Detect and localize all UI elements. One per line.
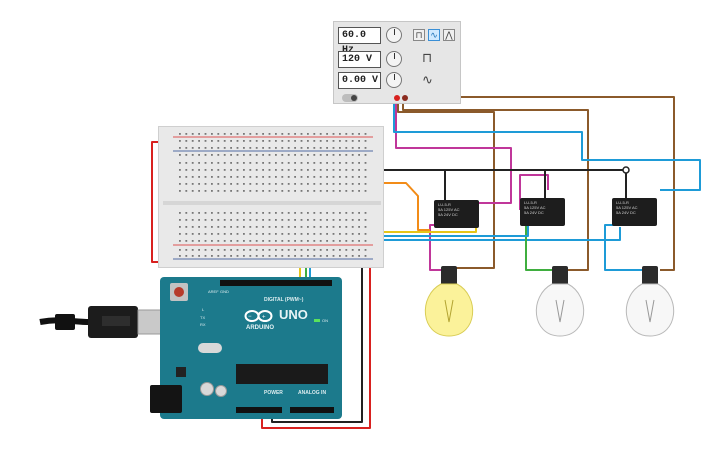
power-switch[interactable] xyxy=(342,94,358,102)
brand-label: ARDUINO xyxy=(246,325,274,331)
amplitude-knob[interactable] xyxy=(386,51,402,67)
arduino-logo-icon: −+ xyxy=(244,309,274,323)
wire-cyan-3[interactable] xyxy=(312,227,621,241)
square-wave-button[interactable]: ⊓ xyxy=(413,29,425,41)
reset-button[interactable] xyxy=(170,283,188,301)
breadboard-holes xyxy=(163,133,381,260)
relay-label: LU-5-R 5A 125V AC 5A 24V DC xyxy=(438,202,460,217)
capacitor xyxy=(215,385,227,397)
analog-header[interactable] xyxy=(290,407,334,413)
breadboard[interactable] xyxy=(158,126,384,268)
svg-text:−: − xyxy=(248,314,252,320)
gnd-label: GND xyxy=(220,289,229,294)
triangle-wave-button[interactable]: ⋀ xyxy=(443,29,455,41)
rx-label: RX xyxy=(200,322,206,327)
relay[interactable]: LU-5-R 5A 125V AC 5A 24V DC xyxy=(434,200,479,228)
square-wave-preview-icon: ⊓ xyxy=(422,50,433,65)
light-bulb-off[interactable] xyxy=(536,266,584,337)
aref-label: AREF xyxy=(208,289,219,294)
function-generator[interactable]: 60.0 Hz 120 V 0.00 V ⊓ ∿ ⋀ ⊓ ∿ xyxy=(333,21,461,104)
sine-wave-icon: ∿ xyxy=(430,30,438,40)
model-label: UNO xyxy=(279,307,308,322)
digital-header[interactable] xyxy=(220,280,332,286)
analog-label: ANALOG IN xyxy=(298,390,327,396)
wire-cyan-1[interactable] xyxy=(393,104,701,191)
crystal xyxy=(198,343,222,353)
square-wave-icon: ⊓ xyxy=(415,30,423,40)
amplitude-display: 120 V xyxy=(338,51,381,68)
digital-label: DIGITAL (PWM~) xyxy=(264,297,304,303)
on-led xyxy=(314,319,320,322)
power-label: POWER xyxy=(264,390,283,396)
wire-junction xyxy=(622,166,630,174)
l-label: L xyxy=(202,307,205,312)
capacitor xyxy=(200,382,214,396)
relay-label: LU-5-R 5A 125V AC 5A 24V DC xyxy=(524,200,546,215)
wire-brown-3[interactable] xyxy=(397,104,495,269)
chip xyxy=(176,367,186,377)
light-bulb-off[interactable] xyxy=(626,266,674,337)
dc-offset-display: 0.00 V xyxy=(338,72,381,89)
sine-wave-button[interactable]: ∿ xyxy=(428,29,440,41)
power-header[interactable] xyxy=(236,407,282,413)
light-bulb-on[interactable] xyxy=(425,266,473,337)
relay-label: LU-5-R 5A 125V AC 5A 24V DC xyxy=(616,200,638,215)
power-jack[interactable] xyxy=(150,385,182,413)
tx-label: TX xyxy=(200,315,206,320)
sine-wave-preview-icon: ∿ xyxy=(422,72,433,87)
atmega-chip xyxy=(236,364,328,384)
wire-cyan-2[interactable] xyxy=(604,224,644,271)
positive-terminal[interactable] xyxy=(394,95,400,101)
on-label: ON xyxy=(322,318,328,323)
wire-magenta-2[interactable] xyxy=(519,174,549,210)
frequency-display: 60.0 Hz xyxy=(338,27,381,56)
negative-terminal[interactable] xyxy=(402,95,408,101)
wire-brown-main[interactable] xyxy=(402,96,675,271)
dc-offset-knob[interactable] xyxy=(386,72,402,88)
arduino-uno[interactable]: DIGITAL (PWM~) GND AREF L TX RX ON −+ UN… xyxy=(150,277,342,419)
relay[interactable]: LU-5-R 5A 125V AC 5A 24V DC xyxy=(520,198,565,226)
frequency-knob[interactable] xyxy=(386,27,402,43)
svg-text:+: + xyxy=(262,315,266,321)
wire-brown-2[interactable] xyxy=(402,104,589,271)
triangle-wave-icon: ⋀ xyxy=(445,30,453,40)
relay[interactable]: LU-5-R 5A 125V AC 5A 24V DC xyxy=(612,198,657,226)
